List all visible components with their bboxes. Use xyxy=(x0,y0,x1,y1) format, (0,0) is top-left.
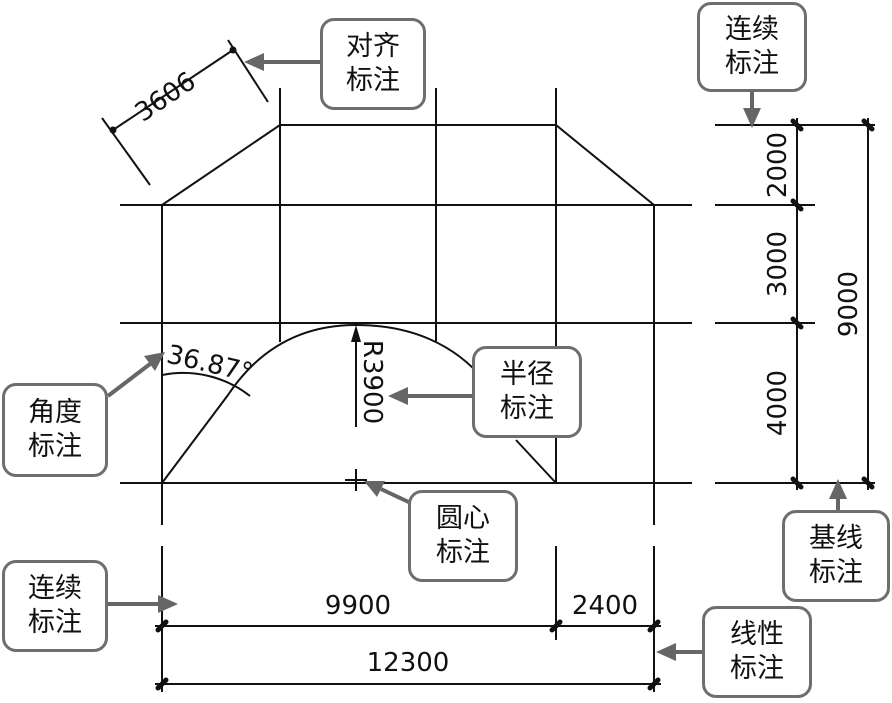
aligned-dimension: 3606 xyxy=(101,39,269,186)
vertical-dim-3000: 3000 xyxy=(763,231,793,297)
callout-continuous-top-line1: 连续 xyxy=(725,14,779,46)
callout-center: 圆心 标注 xyxy=(408,490,518,582)
arch xyxy=(161,323,557,484)
callout-linear-line2: 标注 xyxy=(730,653,784,684)
center-mark xyxy=(345,469,367,491)
callout-baseline: 基线 标注 xyxy=(782,510,890,602)
building-outline xyxy=(120,88,692,692)
angle-dimension-text: 36.87° xyxy=(164,340,256,389)
radius-dimension-text: R3900 xyxy=(357,340,387,424)
callout-radius: 半径 标注 xyxy=(472,346,582,438)
callout-linear: 线性 标注 xyxy=(702,606,812,698)
horizontal-dimensions: 9900 2400 12300 xyxy=(155,591,661,691)
callout-aligned-line1: 对齐 xyxy=(346,31,400,63)
horizontal-dim-2400: 2400 xyxy=(572,591,638,621)
callout-baseline-line2: 标注 xyxy=(809,557,863,588)
horizontal-dim-9900: 9900 xyxy=(325,591,391,621)
horizontal-dim-12300: 12300 xyxy=(367,648,450,678)
vertical-dim-9000: 9000 xyxy=(834,271,864,337)
radius-dimension: R3900 xyxy=(351,325,387,427)
callout-continuous-top: 连续 标注 xyxy=(697,2,807,92)
callout-radius-line1: 半径 xyxy=(500,359,554,391)
callout-radius-line2: 标注 xyxy=(500,393,554,424)
aligned-dimension-text: 3606 xyxy=(130,66,202,128)
callout-center-line2: 标注 xyxy=(436,537,490,568)
callout-continuous-bottom-line2: 标注 xyxy=(28,607,82,638)
callout-continuous-top-line2: 标注 xyxy=(725,48,779,79)
callout-linear-line1: 线性 xyxy=(730,619,784,651)
vertical-dim-2000: 2000 xyxy=(763,132,793,198)
callout-baseline-line1: 基线 xyxy=(809,523,863,555)
callout-aligned-line2: 标注 xyxy=(346,65,400,96)
callout-angle-line1: 角度 xyxy=(28,397,82,429)
callout-angle: 角度 标注 xyxy=(2,383,108,477)
vertical-dimensions: 2000 3000 4000 9000 xyxy=(715,118,875,490)
callout-center-line1: 圆心 xyxy=(436,503,490,535)
vertical-dim-4000: 4000 xyxy=(763,370,793,436)
angle-dimension: 36.87° xyxy=(161,340,256,397)
callout-continuous-bottom-line1: 连续 xyxy=(28,573,82,605)
callout-continuous-bottom: 连续 标注 xyxy=(2,560,108,652)
callout-aligned: 对齐 标注 xyxy=(320,18,426,110)
callout-angle-line2: 标注 xyxy=(28,431,82,462)
